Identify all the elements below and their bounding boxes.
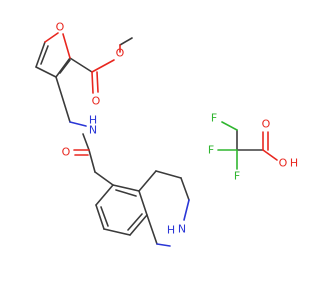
ester-oxygen-label: O <box>116 47 125 60</box>
bond <box>262 149 278 161</box>
ester-carbonyl-oxygen-label: O <box>92 95 101 108</box>
bond <box>95 184 114 206</box>
ring-hydrogen-label: H <box>167 224 175 237</box>
hetero-bonds <box>44 32 278 247</box>
ring-nitrogen-label: N <box>178 223 186 236</box>
bond <box>156 243 171 247</box>
bond <box>82 133 90 151</box>
bond <box>55 57 71 78</box>
bond <box>183 199 190 221</box>
bond <box>40 45 49 65</box>
bond <box>55 76 71 123</box>
bond <box>221 121 238 131</box>
bond <box>112 184 140 192</box>
atom-labels: O O O N H O N H F F F O O H <box>56 21 298 237</box>
bond <box>129 214 148 236</box>
bond <box>91 71 94 94</box>
bond <box>69 121 87 127</box>
bond <box>91 59 115 73</box>
bond <box>127 213 143 231</box>
tfa-carbonyl-oxygen-label: O <box>262 118 271 131</box>
bond <box>96 71 99 93</box>
tfa-fluorine-1-label: F <box>208 144 214 157</box>
bond <box>88 149 96 173</box>
bond <box>62 33 71 59</box>
bond <box>138 190 148 216</box>
bond <box>69 57 93 73</box>
bond <box>115 189 137 197</box>
bond <box>35 41 46 68</box>
amide-nitrogen-label: N <box>89 124 97 137</box>
amide-hydrogen-label: H <box>89 114 97 127</box>
bond <box>59 59 71 74</box>
tfa-hydroxyl-oxygen-label: O <box>279 157 288 170</box>
bond <box>138 170 157 192</box>
bond <box>103 228 131 236</box>
tfa-hydroxyl-hydrogen-label: H <box>290 157 298 170</box>
bond <box>119 37 133 46</box>
bond <box>155 170 182 179</box>
carbon-bonds <box>35 37 264 245</box>
furan-oxygen-label: O <box>56 21 65 34</box>
bond <box>94 171 114 186</box>
bond <box>146 214 158 245</box>
amide-oxygen-label: O <box>62 146 71 159</box>
bond <box>180 177 190 201</box>
bond <box>44 32 59 43</box>
bond <box>95 204 105 230</box>
tfa-fluorine-3-label: F <box>211 112 217 125</box>
bond <box>35 66 57 78</box>
molecule-diagram: O O O N H O N H F F F O O H <box>35 21 298 247</box>
tfa-fluorine-2-label: F <box>234 170 240 183</box>
bond <box>100 206 109 227</box>
